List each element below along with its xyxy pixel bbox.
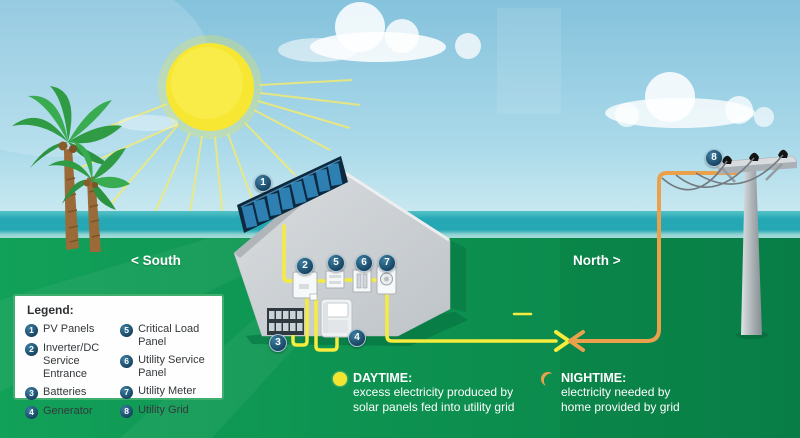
legend-badge: 6 — [120, 354, 134, 368]
day-wires — [282, 224, 558, 352]
legend-title: Legend: — [27, 303, 74, 317]
inverter-box — [292, 271, 318, 301]
palm-fronds — [12, 86, 130, 210]
sun-icon — [333, 372, 347, 386]
generator-box — [320, 298, 353, 338]
legend-badge: 4 — [25, 405, 38, 419]
legend-item-batteries: 3 Batteries — [25, 386, 114, 400]
north-label: North > — [573, 253, 621, 268]
legend-badge: 7 — [120, 385, 134, 399]
marker-pv-panels: 1 — [254, 174, 272, 192]
legend-badge: 5 — [120, 324, 134, 337]
insulators — [722, 149, 788, 164]
legend-item-inverter: 2 Inverter/DC Service Entrance — [25, 342, 114, 381]
utility-service-panel-box — [352, 269, 372, 293]
legend-item-generator: 4 Generator — [25, 405, 114, 419]
legend-badge: 8 — [120, 404, 134, 418]
night-wire — [570, 171, 738, 343]
legend-item-utility-meter: 7 Utility Meter — [120, 385, 214, 399]
marker-batteries: 3 — [269, 334, 287, 352]
batteries-box — [267, 308, 304, 335]
legend-item-utility-service-panel: 6 Utility Service Panel — [120, 354, 214, 380]
marker-utility-meter: 7 — [378, 254, 396, 272]
legend-item-critical-load-panel: 5 Critical Load Panel — [120, 323, 214, 349]
legend-badge: 1 — [25, 324, 38, 337]
critical-load-panel-box — [325, 270, 345, 289]
grid-lines — [661, 154, 784, 191]
moon-icon — [541, 372, 555, 386]
legend-box: Legend: 1 PV Panels 2 Inverter/DC Servic… — [13, 294, 224, 419]
solar-panels — [237, 156, 348, 233]
utility-pole — [661, 149, 798, 339]
legend-badge: 3 — [25, 386, 38, 400]
palm-trees — [12, 86, 130, 252]
marker-critical-load-panel: 5 — [327, 254, 345, 272]
nighttime-caption: NIGHTIME: electricity needed by home pro… — [541, 371, 680, 414]
marker-utility-grid: 8 — [705, 149, 723, 167]
daytime-caption: DAYTIME: excess electricity produced by … — [333, 371, 514, 414]
sun — [74, 35, 361, 246]
daytime-title: DAYTIME: — [353, 371, 413, 385]
nighttime-title: NIGHTIME: — [561, 371, 627, 385]
legend-item-pv-panels: 1 PV Panels — [25, 323, 114, 337]
clouds — [118, 2, 774, 131]
marker-utility-service-panel: 6 — [355, 254, 373, 272]
legend-badge: 2 — [25, 343, 38, 356]
marker-inverter: 2 — [296, 257, 314, 275]
legend-item-utility-grid: 8 Utility Grid — [120, 404, 214, 418]
marker-generator: 4 — [348, 329, 366, 347]
utility-meter-box — [376, 265, 397, 295]
south-label: < South — [131, 253, 181, 268]
